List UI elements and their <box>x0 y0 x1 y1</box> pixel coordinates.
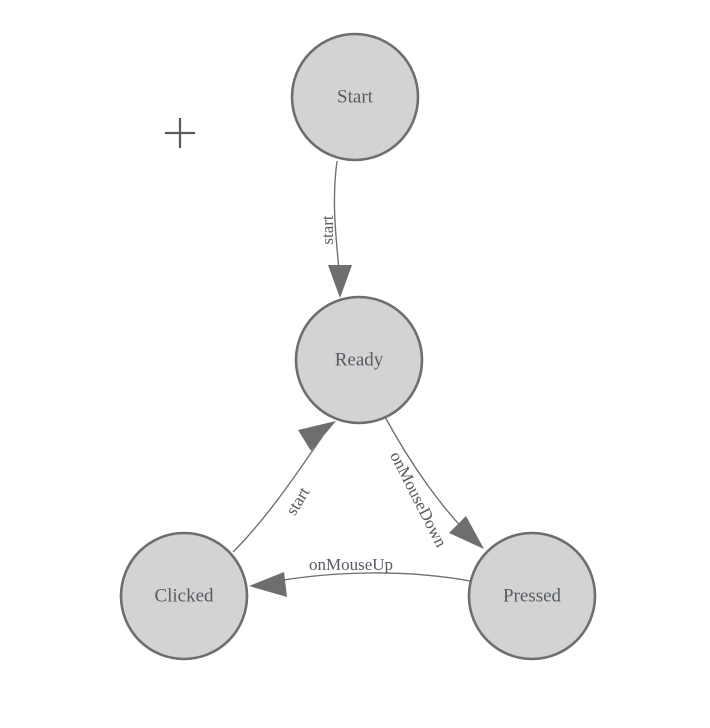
node-start[interactable]: Start <box>290 32 420 162</box>
node-clicked-label: Clicked <box>154 585 214 606</box>
edge-start-to-ready[interactable]: start <box>318 160 352 298</box>
node-pressed[interactable]: Pressed <box>467 531 597 661</box>
node-clicked-circle[interactable] <box>119 531 249 661</box>
edge-clicked-to-ready[interactable]: start <box>232 421 336 553</box>
node-ready-circle[interactable] <box>294 295 424 425</box>
edge-ready-to-pressed[interactable]: onMouseDown <box>383 414 484 551</box>
node-ready[interactable]: Ready <box>294 295 424 425</box>
node-start-circle[interactable] <box>290 32 420 162</box>
node-ready-label: Ready <box>335 349 384 370</box>
node-pressed-label: Pressed <box>503 585 562 606</box>
node-start-label: Start <box>337 86 374 107</box>
edge-label-clicked-to-ready: start <box>282 484 314 519</box>
edge-label-pressed-to-clicked: onMouseUp <box>309 555 393 574</box>
crosshair-icon <box>165 118 195 148</box>
node-pressed-circle[interactable] <box>467 531 597 661</box>
node-clicked[interactable]: Clicked <box>119 531 249 661</box>
edge-label-start-to-ready: start <box>318 215 337 245</box>
edge-label-ready-to-pressed: onMouseDown <box>386 448 451 550</box>
edge-pressed-to-clicked[interactable]: onMouseUp <box>249 555 471 597</box>
